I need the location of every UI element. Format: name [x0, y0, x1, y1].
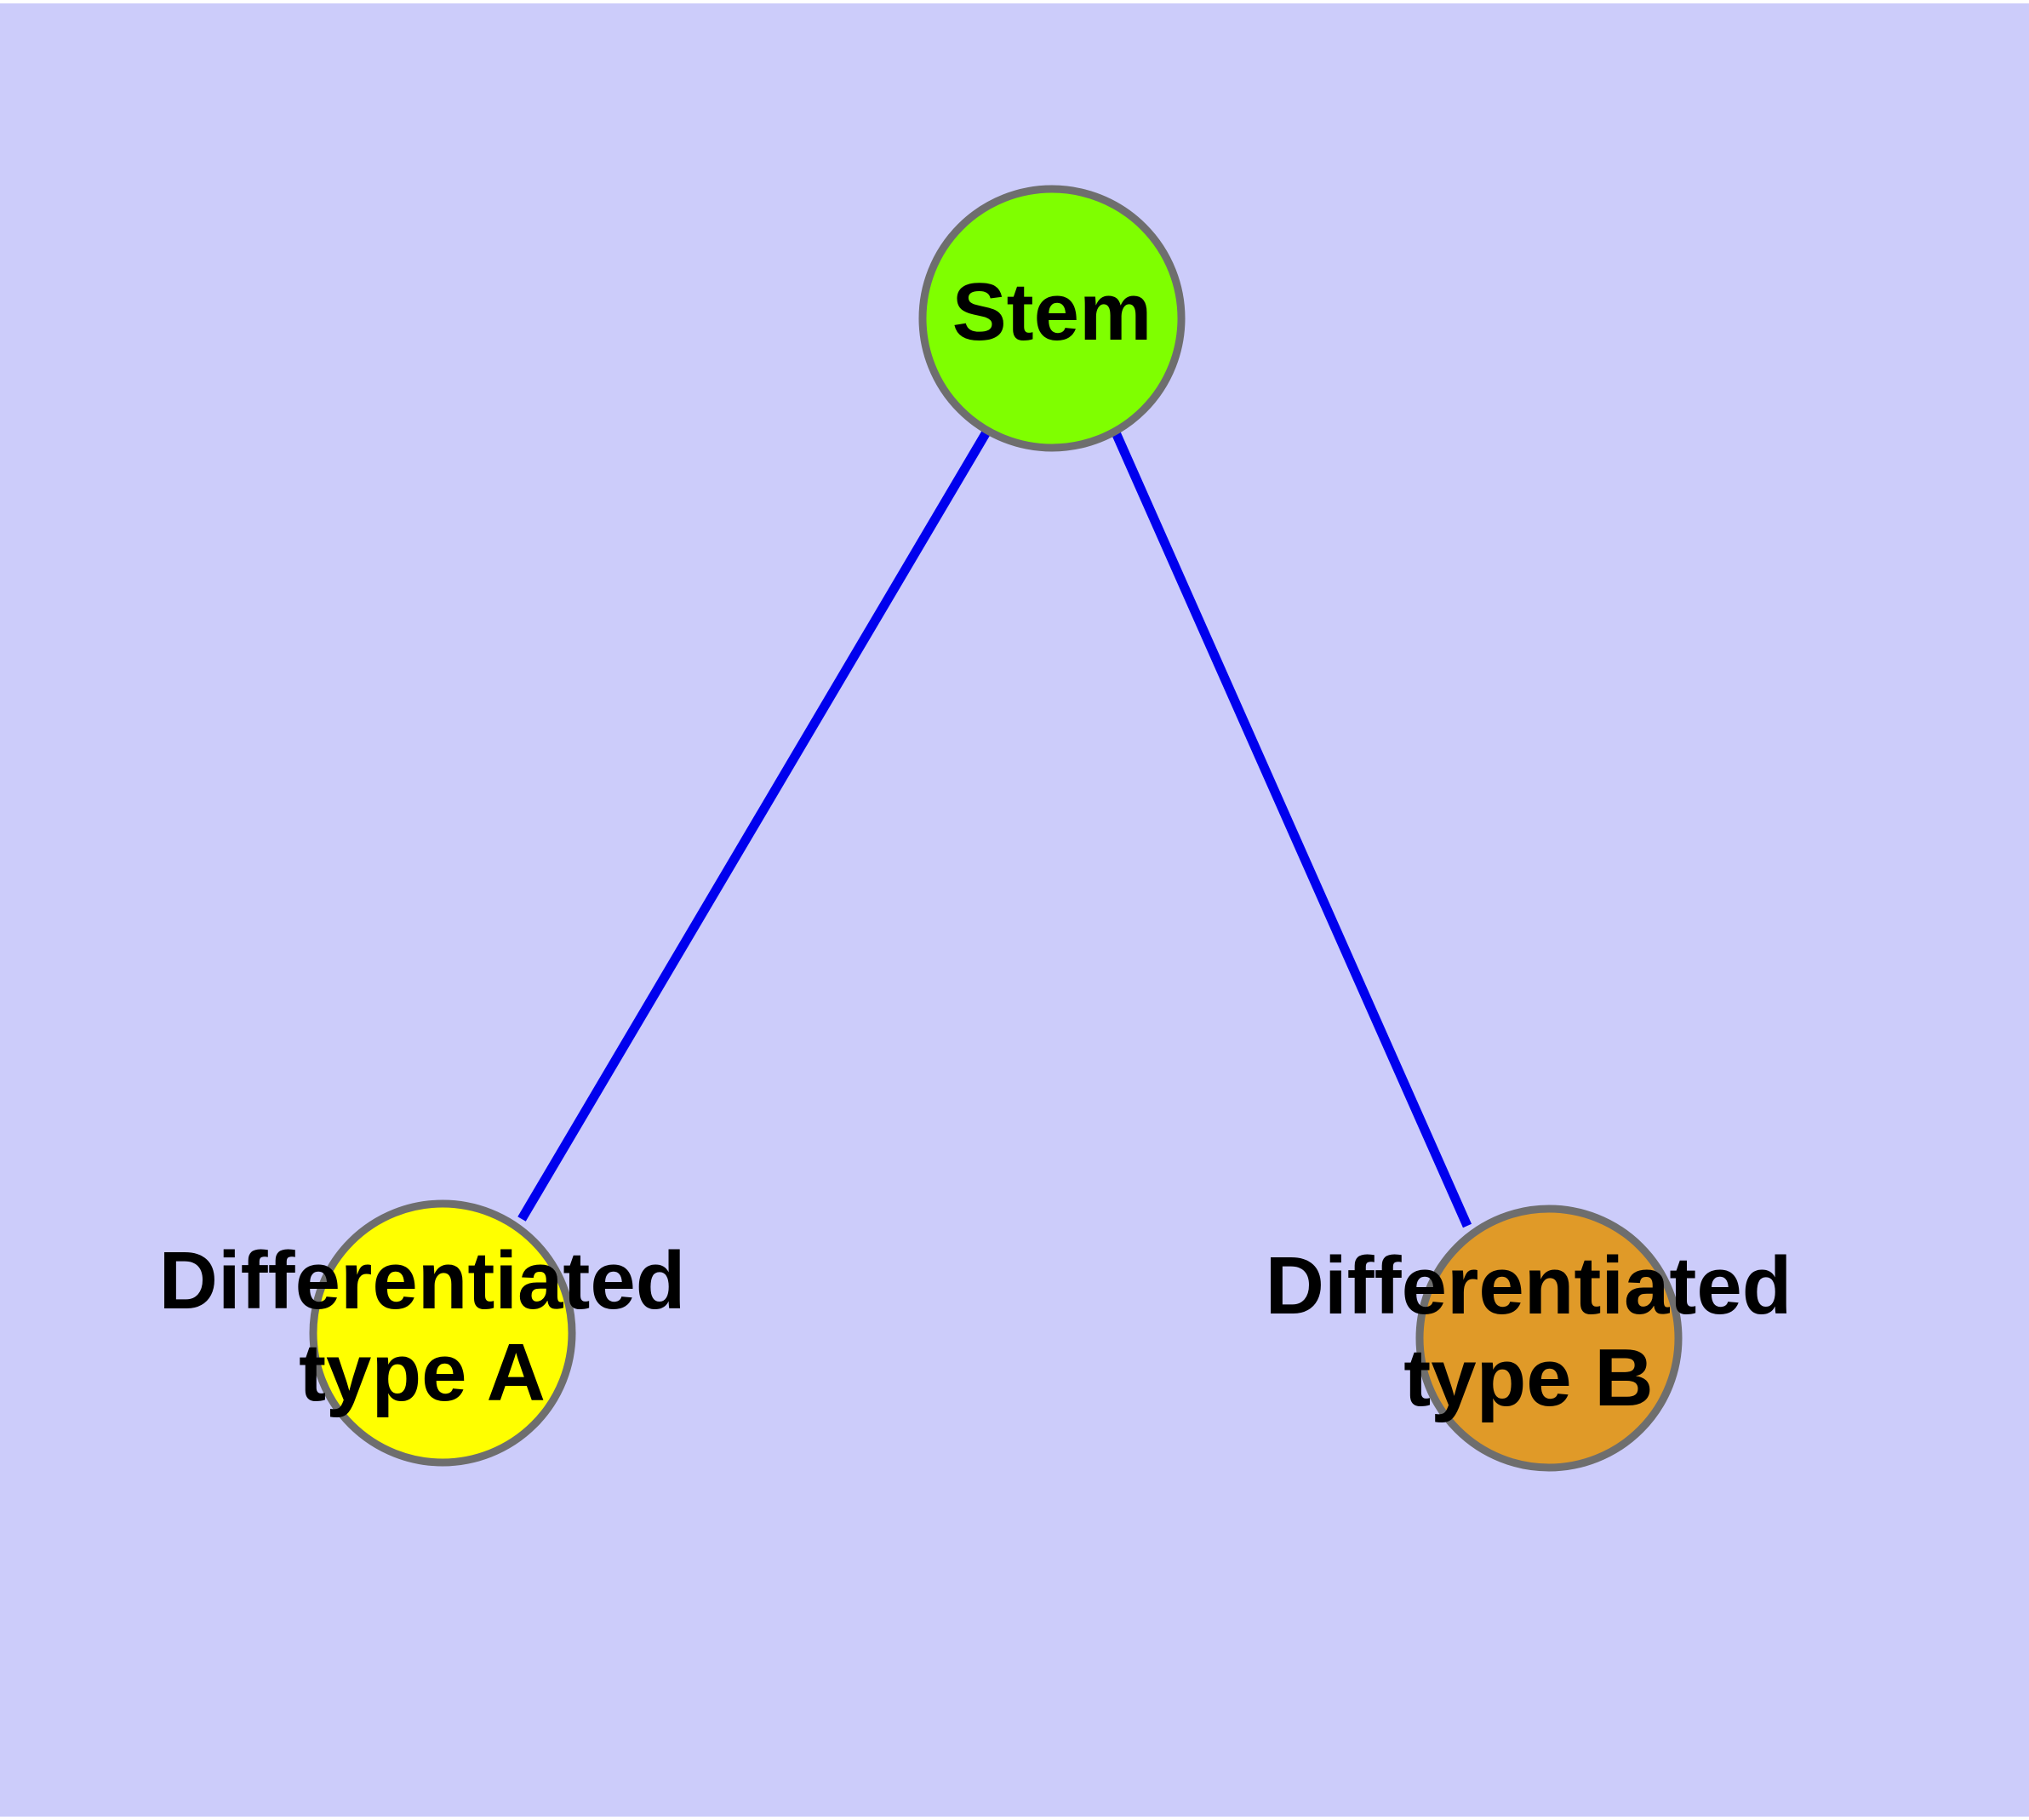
node-stem-circle[interactable] [918, 185, 1186, 452]
edge-stem-to-differentiated-type-a[interactable] [517, 428, 992, 1222]
node-differentiated-type-b-circle[interactable] [1415, 1205, 1683, 1472]
node-layer [309, 185, 1683, 1472]
node-stem[interactable] [918, 185, 1186, 452]
node-differentiated-type-b[interactable] [1415, 1205, 1683, 1472]
edge-stem-to-differentiated-type-b[interactable] [1110, 428, 1472, 1228]
node-differentiated-type-a-circle[interactable] [309, 1199, 576, 1467]
node-differentiated-type-a[interactable] [309, 1199, 576, 1467]
node-label-stem: Stem [952, 266, 1152, 358]
edge-layer [517, 428, 1472, 1228]
